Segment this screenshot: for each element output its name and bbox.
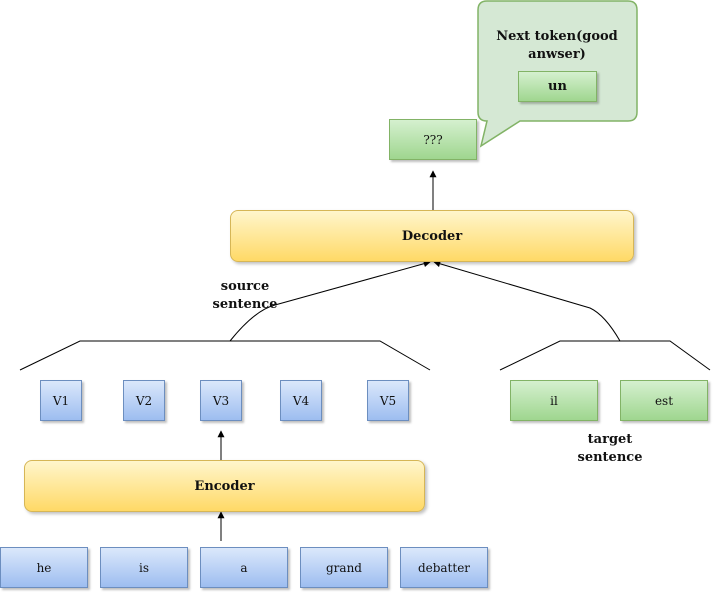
answer-token-label: un xyxy=(548,79,567,94)
vector-label: V1 xyxy=(52,393,70,408)
target-token-label: il xyxy=(550,393,558,408)
output-token-label: ??? xyxy=(423,132,443,147)
target-token-est: est xyxy=(620,380,708,421)
source-token-debatter: debatter xyxy=(400,547,488,588)
vector-v2: V2 xyxy=(123,380,165,421)
source-token-label: he xyxy=(36,560,52,575)
target-brace xyxy=(499,340,711,371)
vector-label: V2 xyxy=(135,393,153,408)
target-sentence-label: target sentence xyxy=(577,432,643,465)
vector-label: V4 xyxy=(292,393,310,408)
vector-label: V5 xyxy=(379,393,397,408)
vector-label: V3 xyxy=(212,393,230,408)
source-brace xyxy=(19,340,431,371)
source-token-label: a xyxy=(240,560,248,575)
source-token-he: he xyxy=(0,547,88,588)
decoder-label: Decoder xyxy=(401,228,463,244)
source-token-is: is xyxy=(100,547,188,588)
source-token-label: debatter xyxy=(417,560,471,575)
target-to-decoder-arrow xyxy=(433,260,621,342)
output-token: ??? xyxy=(389,119,477,160)
encoder-label: Encoder xyxy=(194,478,255,494)
source-sentence-label: source sentence xyxy=(212,279,278,312)
vector-v5: V5 xyxy=(367,380,409,421)
source-token-label: grand xyxy=(326,560,362,575)
answer-token: un xyxy=(518,71,597,102)
vector-v4: V4 xyxy=(280,380,322,421)
source-to-decoder-arrow xyxy=(229,260,431,342)
source-token-grand: grand xyxy=(300,547,388,588)
target-token-il: il xyxy=(510,380,598,421)
encoder-block: Encoder xyxy=(24,460,425,512)
target-token-label: est xyxy=(654,393,674,408)
source-token-a: a xyxy=(200,547,288,588)
vector-v1: V1 xyxy=(40,380,82,421)
decoder-block: Decoder xyxy=(230,210,634,262)
callout-title: Next token(good anwser) xyxy=(496,29,618,62)
source-token-label: is xyxy=(139,560,149,575)
vector-v3: V3 xyxy=(200,380,242,421)
